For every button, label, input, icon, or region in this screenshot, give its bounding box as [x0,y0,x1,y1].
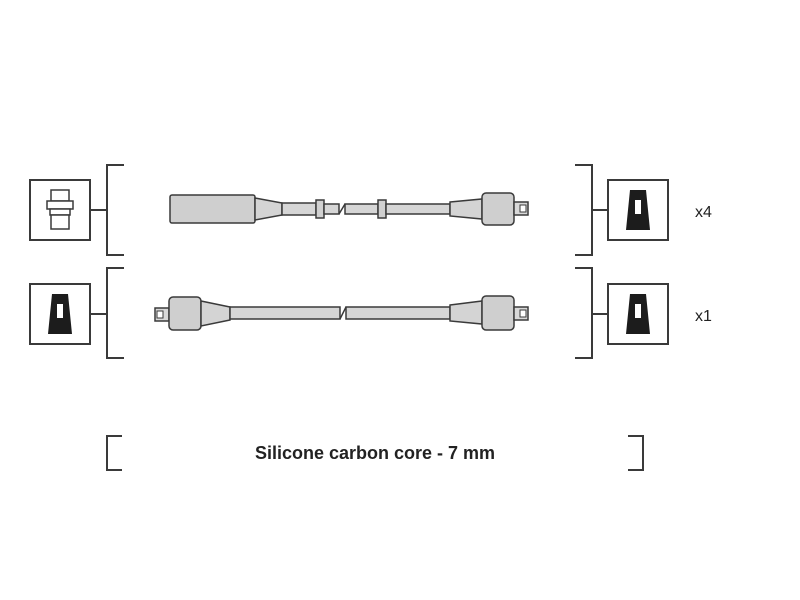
ignition-cable [169,192,529,226]
quantity-label: x4 [695,204,712,221]
cable-row-1: x4 [29,164,712,256]
ignition-cable [154,295,529,331]
coil-boot-connector-icon [29,283,91,345]
left-bracket [106,267,124,359]
caption-left-bracket [106,435,122,471]
spark-plug-connector-icon [29,179,91,241]
cable-break-mark [338,203,346,215]
right-bracket [575,164,593,256]
left-bracket [106,164,124,256]
caption-text: Silicone carbon core - 7 mm [255,443,495,463]
quantity-label: x1 [695,308,712,325]
coil-boot-connector-icon [607,179,669,241]
right-bracket [575,267,593,359]
caption-right-bracket [628,435,644,471]
cable-break-mark [339,306,347,320]
coil-boot-connector-icon [607,283,669,345]
caption-row: Silicone carbon core - 7 mm [106,435,644,471]
cable-row-2: x1 [29,267,712,359]
